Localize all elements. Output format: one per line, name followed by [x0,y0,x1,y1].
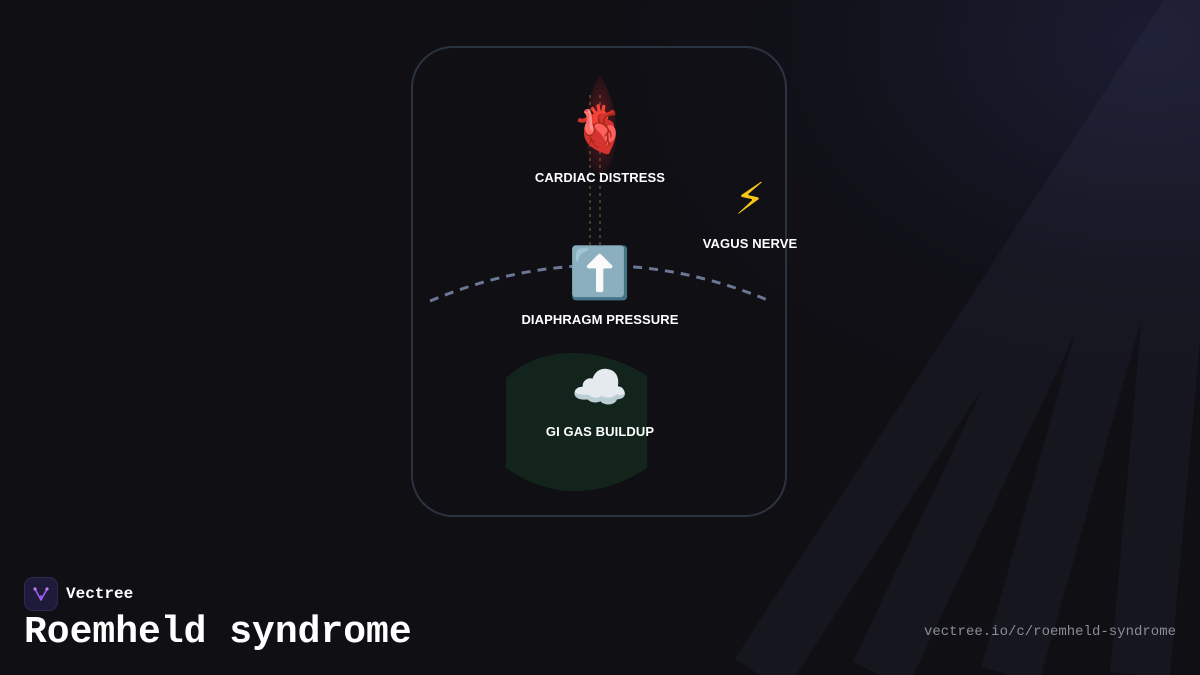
gi-gas-region [506,352,647,492]
page-url[interactable]: vectree.io/c/roemheld-syndrome [923,624,1176,640]
brand: Vectree [24,577,133,611]
lightning-bolt-icon: ⚡ [734,174,766,225]
anatomical-heart-icon: 🫀 [571,102,629,156]
node-cardiac-distress: 🫀 CARDIAC DISTRESS [535,106,665,185]
page-title: Roemheld syndrome [24,611,412,654]
cloud-icon: ☁️ [571,360,629,414]
node-diaphragm-pressure: ⬆️ DIAPHRAGM PRESSURE [521,248,678,327]
vectree-logo-icon [24,577,58,611]
node-vagus-nerve: ⚡ VAGUS NERVE [702,174,798,252]
gi-gas-buildup-label: GI GAS BUILDUP [545,424,655,439]
vagus-nerve-label: VAGUS NERVE [702,236,798,251]
diaphragm-pressure-label: DIAPHRAGM PRESSURE [521,312,679,327]
heart-glow [585,74,617,173]
diagram-card [411,46,787,517]
cardiac-distress-label: CARDIAC DISTRESS [534,170,666,185]
up-arrow-icon: ⬆️ [568,244,632,302]
node-gi-gas-buildup: ☁️ GI GAS BUILDUP [546,364,654,439]
brand-name: Vectree [66,585,134,603]
